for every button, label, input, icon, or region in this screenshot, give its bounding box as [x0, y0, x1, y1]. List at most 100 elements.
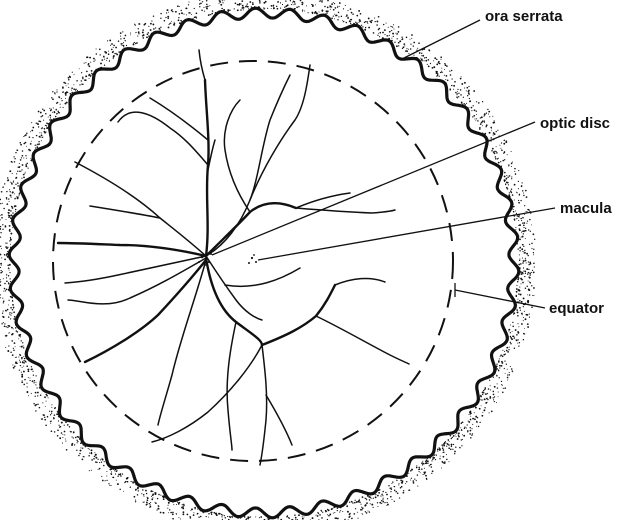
- stipple-dot: [515, 229, 516, 230]
- stipple-dot: [367, 23, 368, 24]
- stipple-dot: [9, 170, 11, 172]
- stipple-dot: [1, 191, 3, 193]
- stipple-dot: [378, 16, 380, 18]
- stipple-dot: [10, 182, 11, 183]
- stipple-dot: [512, 326, 514, 328]
- stipple-dot: [43, 414, 45, 416]
- stipple-dot: [21, 375, 23, 377]
- stipple-dot: [522, 222, 523, 223]
- stipple-dot: [18, 338, 19, 339]
- stipple-dot: [471, 110, 472, 111]
- stipple-dot: [520, 283, 521, 284]
- stipple-dot: [120, 38, 121, 39]
- stipple-dot: [158, 494, 160, 496]
- stipple-dot: [172, 11, 173, 12]
- stipple-dot: [77, 442, 78, 443]
- stipple-dot: [420, 472, 421, 473]
- stipple-dot: [17, 182, 18, 183]
- stipple-dot: [532, 270, 533, 271]
- stipple-dot: [361, 509, 362, 510]
- stipple-dot: [8, 300, 9, 301]
- stipple-dot: [467, 431, 468, 432]
- stipple-dot: [342, 20, 343, 21]
- stipple-dot: [349, 516, 350, 517]
- stipple-dot: [109, 485, 110, 486]
- stipple-dot: [496, 151, 497, 152]
- stipple-dot: [150, 23, 152, 25]
- stipple-dot: [434, 57, 436, 59]
- stipple-dot: [470, 419, 472, 421]
- stipple-dot: [160, 27, 161, 28]
- stipple-dot: [57, 113, 58, 114]
- stipple-dot: [489, 380, 490, 381]
- stipple-dot: [35, 375, 36, 376]
- stipple-dot: [468, 86, 469, 87]
- stipple-dot: [514, 347, 515, 348]
- stipple-dot: [303, 2, 304, 3]
- stipple-dot: [360, 13, 362, 15]
- stipple-dot: [72, 436, 73, 437]
- stipple-dot: [439, 76, 440, 77]
- stipple-dot: [353, 513, 355, 515]
- stipple-dot: [91, 73, 92, 74]
- stipple-dot: [271, 5, 273, 7]
- stipple-dot: [65, 94, 67, 96]
- equator-circle: [53, 61, 453, 461]
- stipple-dot: [414, 478, 415, 479]
- stipple-dot: [126, 45, 127, 46]
- stipple-dot: [237, 9, 239, 11]
- stipple-dot: [340, 510, 341, 511]
- stipple-dot: [180, 518, 181, 519]
- stipple-dot: [500, 354, 502, 356]
- stipple-dot: [444, 69, 445, 70]
- stipple-dot: [455, 446, 456, 447]
- stipple-dot: [81, 72, 82, 73]
- stipple-dot: [183, 14, 184, 15]
- stipple-dot: [339, 2, 341, 4]
- stipple-dot: [506, 347, 508, 349]
- stipple-dot: [44, 419, 46, 421]
- stipple-dot: [219, 0, 221, 2]
- stipple-dot: [130, 33, 131, 34]
- stipple-dot: [95, 454, 97, 456]
- stipple-dot: [10, 318, 11, 319]
- stipple-dot: [520, 271, 521, 272]
- stipple-dot: [497, 383, 498, 384]
- stipple-dot: [461, 422, 463, 424]
- stipple-dot: [324, 6, 326, 8]
- stipple-dot: [77, 90, 78, 91]
- stipple-dot: [222, 515, 223, 516]
- stipple-dot: [477, 417, 478, 418]
- stipple-dot: [117, 483, 119, 485]
- stipple-dot: [241, 0, 243, 2]
- stipple-dot: [13, 182, 14, 183]
- stipple-dot: [0, 236, 1, 237]
- stipple-dot: [527, 273, 528, 274]
- stipple-dot: [383, 498, 384, 499]
- stipple-dot: [356, 501, 358, 503]
- stipple-dot: [319, 12, 320, 13]
- stipple-dot: [41, 135, 43, 137]
- stipple-dot: [352, 502, 353, 503]
- stipple-dot: [152, 491, 153, 492]
- stipple-dot: [474, 418, 476, 420]
- stipple-dot: [114, 470, 115, 471]
- stipple-dot: [519, 250, 521, 252]
- stipple-dot: [12, 300, 13, 301]
- stipple-dot: [379, 502, 381, 504]
- stipple-dot: [520, 278, 522, 280]
- stipple-dot: [373, 507, 374, 508]
- stipple-dot: [431, 473, 432, 474]
- stipple-dot: [419, 52, 421, 54]
- stipple-dot: [17, 196, 19, 198]
- stipple-dot: [384, 34, 385, 35]
- stipple-dot: [13, 181, 14, 182]
- stipple-dot: [518, 346, 519, 347]
- stipple-dot: [57, 411, 58, 412]
- stipple-dot: [84, 456, 85, 457]
- stipple-dot: [404, 45, 405, 46]
- stipple-dot: [530, 231, 531, 232]
- stipple-dot: [102, 480, 104, 482]
- stipple-dot: [513, 312, 515, 314]
- stipple-dot: [11, 214, 13, 216]
